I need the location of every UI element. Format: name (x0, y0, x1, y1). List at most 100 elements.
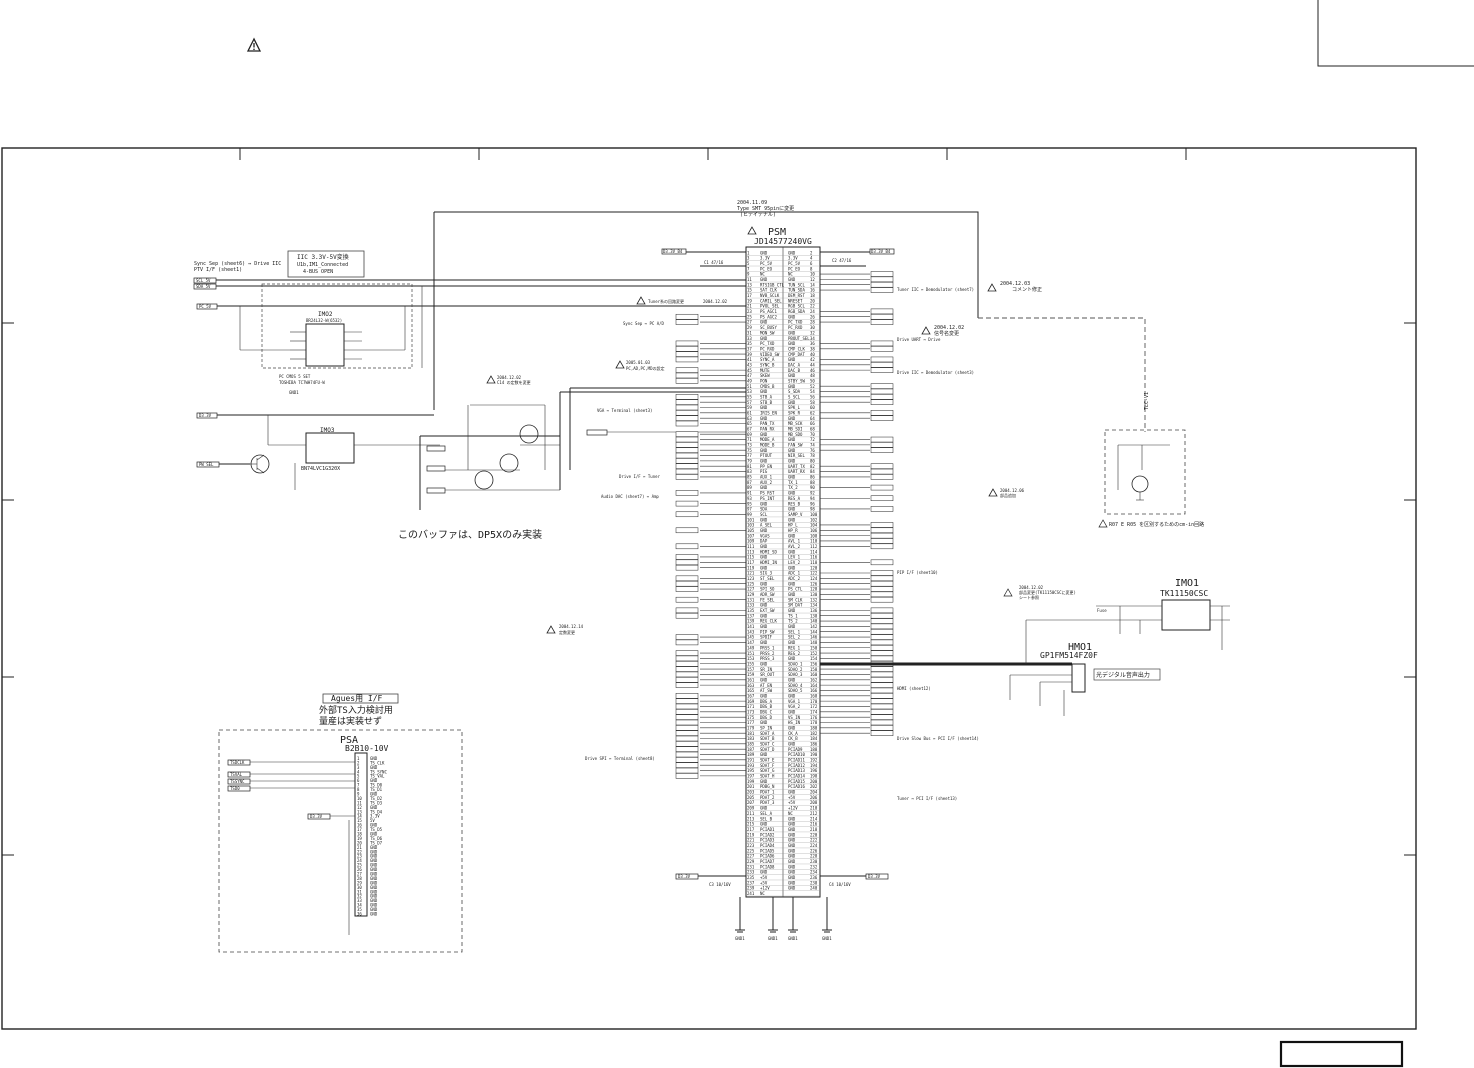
psm-right-pin-label: SDAO_1 (788, 661, 803, 666)
psm-right-pin-number: 214 (810, 816, 818, 821)
psm-left-pin-label: DAP (760, 539, 768, 544)
psm-right-pin-number: 122 (810, 571, 818, 576)
agues-pin-label: TS_D2 (370, 796, 383, 801)
rev-note-6: 2004.12.06 部品追加 (988, 488, 1025, 498)
agues-pin-label: TS_D7 (370, 840, 383, 845)
psm-right-pin-number: 164 (810, 683, 818, 688)
psm-left-pin-label: GND (760, 624, 768, 629)
psm-left-pin-label: +12V (760, 886, 770, 891)
psm-right-flag (870, 495, 894, 502)
psm-right-flag (870, 612, 894, 619)
psm-left-pin-label: SAT_CLK (760, 288, 777, 293)
psm-left-pin-label: SCL (760, 512, 768, 517)
psm-left-pin-label: GND (760, 416, 768, 421)
agues-pin-label: GND (370, 880, 378, 885)
psm-left-pin-number: 69 (747, 432, 752, 437)
agues-pin-label: TS_CLK (370, 760, 385, 765)
psm-left-pin-label: SDAT_E (760, 758, 775, 763)
psm-right-flag (870, 543, 894, 550)
psm-left-pin-number: 35 (747, 341, 752, 346)
psm-left-pin-number: 117 (747, 560, 755, 565)
psm-right-pin-label: GND (788, 677, 796, 682)
psm-left-pin-label: PCIAD5 (760, 848, 775, 853)
psm-left-pin-label: VGAS (760, 533, 770, 538)
agues-pin-label: TS_SYNC (370, 769, 387, 774)
psm-right-flag (870, 682, 894, 688)
agues-pin-label: GND (370, 858, 378, 863)
psm-left-pin-number: 209 (747, 806, 755, 811)
psm-right-flag (870, 276, 894, 283)
agues-pin-label: GND (370, 867, 378, 872)
psm-left-pin-number: 99 (747, 512, 752, 517)
psm-right-flag (870, 698, 894, 704)
psm-right-flag (870, 596, 894, 603)
psm-left-pin-number: 15 (747, 288, 752, 293)
psm-right-pin-label: DAC_A (788, 362, 801, 367)
psm-right-pin-number: 172 (810, 704, 818, 709)
psm-right-pin-label: VGA_2 (788, 704, 801, 709)
imo2-box-title: IIC 3.3V-5V変換 (297, 253, 349, 261)
psm-right-pin-label: GND (788, 250, 796, 255)
psm-right-pin-label: MB_SCK (788, 421, 803, 426)
psm-left-flag (675, 773, 699, 779)
psm-right-pin-number: 192 (810, 758, 818, 763)
agues-pin-label: TS_D1 (370, 787, 383, 792)
psm-right-pin-number: 142 (810, 624, 818, 629)
psm-left-pin-number: 107 (747, 533, 755, 538)
psm-left-pin-label: PC_TXD (760, 341, 775, 346)
agues-pin-number: 25 (357, 863, 362, 868)
psm-right-flag (870, 639, 894, 646)
psm-right-pin-label: SPK_L (788, 405, 801, 410)
psm-right-pin-label: CMP_CLK (788, 346, 805, 351)
agues-pin-number: 35 (357, 907, 362, 912)
psm-right-pin-number: 160 (810, 672, 818, 677)
psm-left-pin-number: 123 (747, 576, 755, 581)
psm-left-pin-label: 3.3V (760, 256, 770, 261)
psm-right-pin-label: SM_CLK (788, 597, 803, 602)
psm-right-pin-label: PCIAD15 (788, 779, 805, 784)
psm-right-flag (870, 367, 894, 373)
agues-pin-label: TS_D6 (370, 836, 383, 841)
psm-right-flag (870, 650, 894, 656)
psm-right-pin-number: 166 (810, 688, 818, 693)
psm-left-flag (675, 730, 699, 736)
agues-pin-number: 27 (357, 872, 362, 877)
psm-right-pin-label: +5V (788, 795, 796, 800)
psm-right-pin-label: GND (788, 330, 796, 335)
psm-left-pin-number: 183 (747, 736, 755, 741)
psm-left-pin-label: GND (760, 661, 768, 666)
psm-right-pin-label: PC_5V (788, 261, 801, 266)
psm-left-flag (675, 671, 699, 678)
gnd-label-2: GND1 (768, 936, 778, 941)
psm-right-pin-number: 138 (810, 613, 818, 618)
psm-left-pin-label: GND (760, 277, 768, 282)
psm-left-pin-label: GND (760, 581, 768, 586)
psm-right-flag (870, 591, 894, 598)
psm-left-pin-label: SPI_SO (760, 587, 775, 592)
psm-left-flag (675, 607, 699, 614)
psm-right-pin-label: S_SDA (788, 389, 801, 394)
rev-note-7: 2004.12.14 定数変更 (546, 624, 584, 635)
imo2-gnd: GND1 (289, 390, 299, 395)
buffer-note: このバッファは、DP5Xのみ実装 (398, 528, 542, 541)
psm-right-pin-label: LEV_1 (788, 555, 801, 560)
agues-pin-number: 10 (357, 796, 362, 801)
psm-left-pin-label: SDA (760, 507, 768, 512)
